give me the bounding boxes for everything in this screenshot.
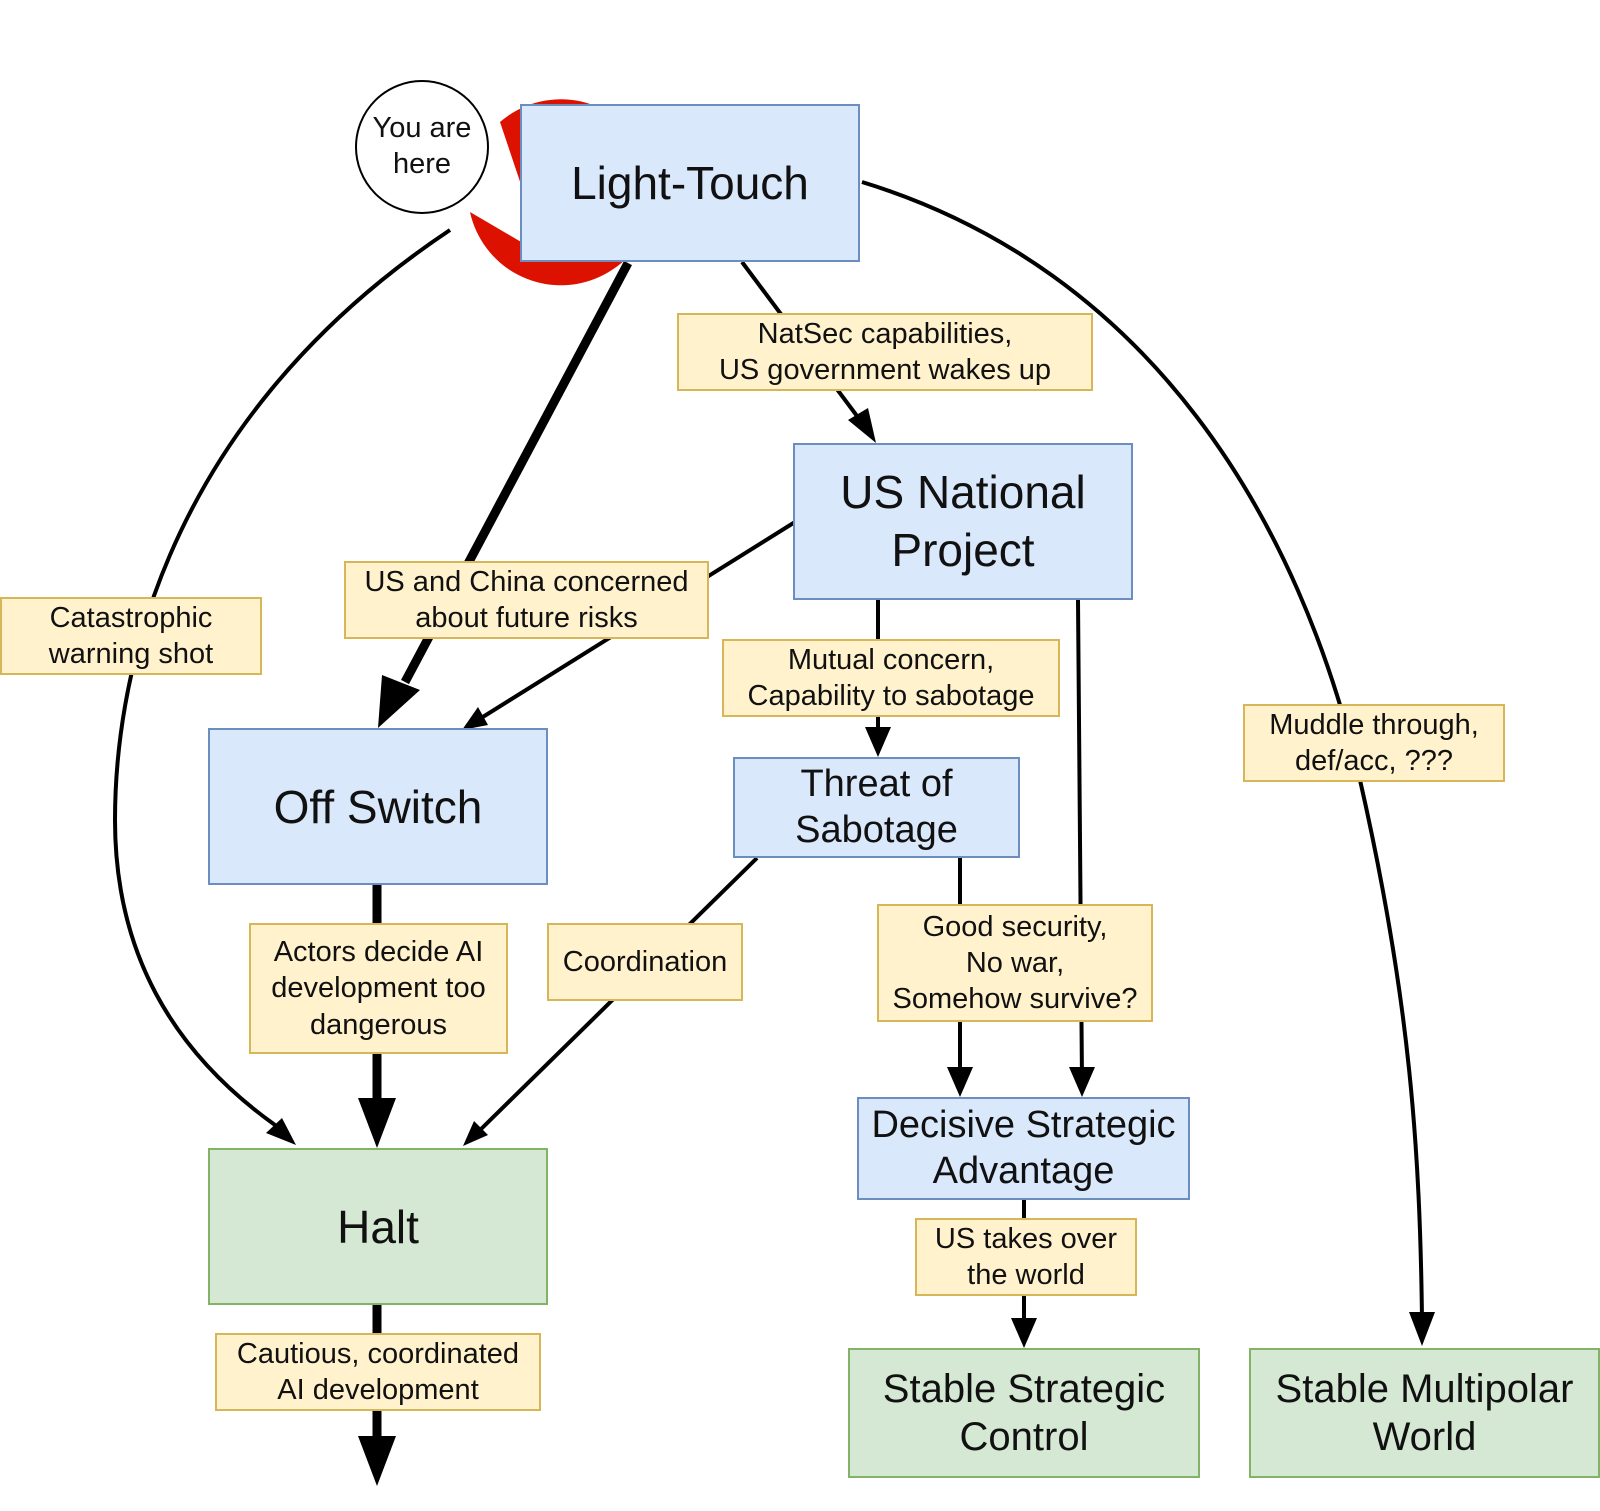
- arrowhead-halt-down: [358, 1436, 396, 1486]
- arrowhead-dsa-left: [947, 1067, 973, 1097]
- label-mutual-concern: Mutual concern, Capability to sabotage: [722, 639, 1060, 717]
- arrowhead-halt-left: [266, 1118, 296, 1145]
- node-stable-strategic-control: Stable Strategic Control: [848, 1348, 1200, 1478]
- node-decisive-strategic-advantage: Decisive Strategic Advantage: [857, 1097, 1190, 1200]
- label-us-china-concerned: US and China concerned about future risk…: [344, 561, 709, 639]
- arrowhead-dsa-right: [1069, 1067, 1095, 1097]
- label-catastrophic-warning-shot: Catastrophic warning shot: [0, 597, 262, 675]
- edge-light-touch-to-halt: [112, 228, 452, 1127]
- label-us-takes-over: US takes over the world: [915, 1218, 1137, 1296]
- arrowhead-halt-right: [463, 1121, 488, 1146]
- node-threat-of-sabotage: Threat of Sabotage: [733, 757, 1020, 858]
- pin-label: You are here: [372, 111, 472, 180]
- arrowhead-off-switch-thick: [378, 675, 420, 728]
- label-natsec: NatSec capabilities, US government wakes…: [677, 313, 1093, 391]
- arrowhead-strategic-control: [1011, 1318, 1037, 1348]
- label-good-security: Good security, No war, Somehow survive?: [877, 904, 1153, 1022]
- node-stable-multipolar-world: Stable Multipolar World: [1249, 1348, 1600, 1478]
- arrowhead-off-switch-thin: [462, 707, 488, 730]
- label-actors-decide: Actors decide AI development too dangero…: [249, 923, 508, 1054]
- pin-inner-circle: [355, 80, 489, 214]
- node-off-switch: Off Switch: [208, 728, 548, 885]
- arrowhead-sabotage: [865, 727, 891, 757]
- label-cautious-coordinated: Cautious, coordinated AI development: [215, 1333, 541, 1411]
- label-coordination: Coordination: [547, 923, 743, 1001]
- label-muddle-through: Muddle through, def/acc, ???: [1243, 704, 1505, 782]
- node-light-touch: Light-Touch: [520, 104, 860, 262]
- node-us-national-project: US National Project: [793, 443, 1133, 600]
- arrowhead-multipolar: [1409, 1312, 1435, 1346]
- node-halt: Halt: [208, 1148, 548, 1305]
- arrowhead-halt-thick: [358, 1098, 396, 1148]
- arrowhead-national-project: [848, 408, 876, 443]
